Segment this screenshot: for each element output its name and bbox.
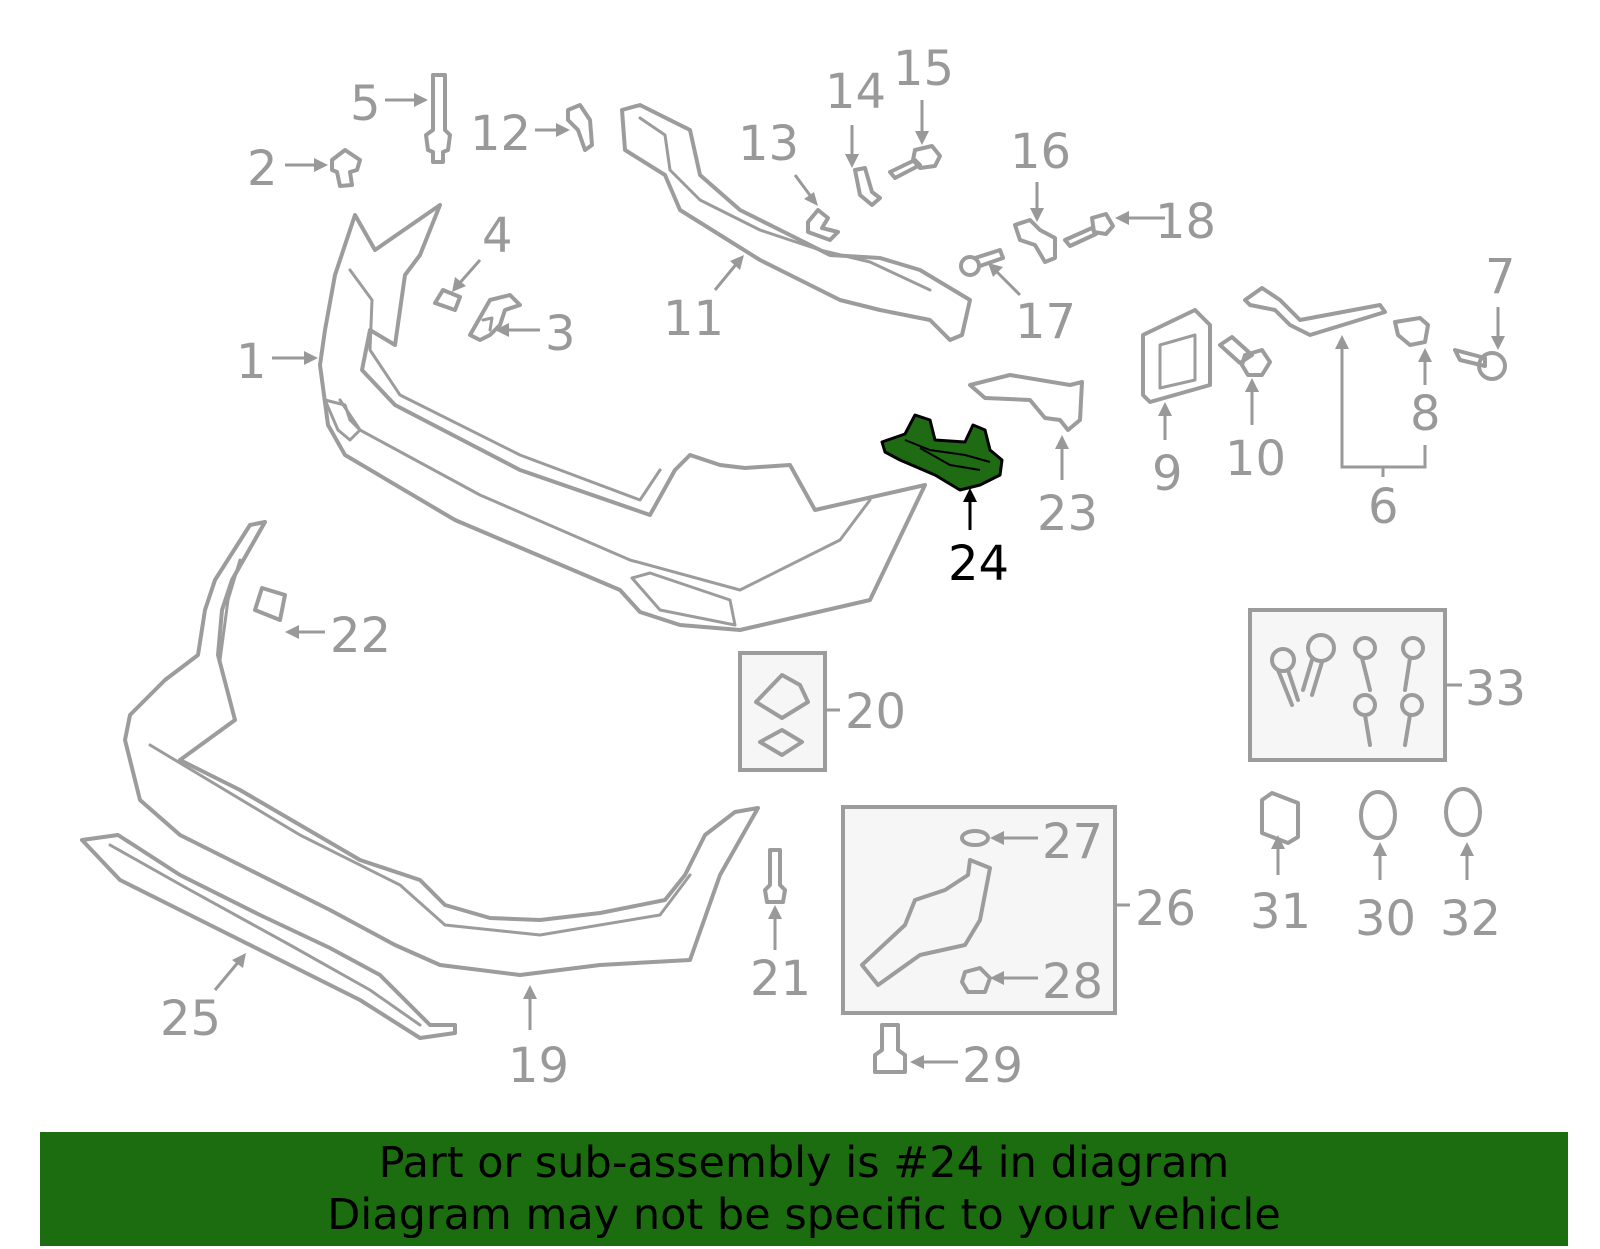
callout-32: 32 [1440, 891, 1501, 947]
part-24-highlighted-bracket [880, 413, 1004, 492]
part-29-bolt [873, 1023, 907, 1074]
callout-6: 6 [1368, 479, 1399, 535]
callout-1: 1 [236, 334, 267, 390]
callout-22: 22 [330, 608, 391, 664]
callout-7: 7 [1485, 249, 1516, 305]
callout-30: 30 [1355, 891, 1416, 947]
part-12-clip [566, 103, 594, 152]
banner-line-part-number: Part or sub-assembly is #24 in diagram [378, 1138, 1230, 1188]
part-7-bolt [1453, 348, 1507, 381]
part-18-bolt [1063, 212, 1115, 248]
callout-labels: 1 2 3 4 5 6 7 8 9 10 11 12 13 14 15 16 1… [160, 41, 1526, 1094]
callout-10: 10 [1225, 431, 1286, 487]
part-25-strip [80, 833, 457, 1040]
callout-23: 23 [1037, 486, 1098, 542]
callout-8: 8 [1410, 386, 1441, 442]
callout-31: 31 [1250, 884, 1311, 940]
callout-14: 14 [825, 64, 886, 120]
callout-5: 5 [350, 76, 381, 132]
parts-diagram: 1 2 3 4 5 6 7 8 9 10 11 12 13 14 15 16 1… [80, 41, 1526, 1094]
part-5-pin [424, 73, 452, 164]
callout-21: 21 [750, 951, 811, 1007]
part-8-clip [1393, 316, 1430, 347]
part-14-bracket [853, 166, 882, 207]
part-15-bolt [888, 144, 942, 180]
part-1-bumper-cover [318, 203, 927, 632]
callout-20: 20 [845, 684, 906, 740]
callout-28: 28 [1042, 954, 1103, 1010]
callout-19: 19 [508, 1038, 569, 1094]
callout-27: 27 [1042, 814, 1103, 870]
callout-24-highlighted: 24 [948, 536, 1009, 592]
callout-4: 4 [482, 208, 513, 264]
callout-9: 9 [1152, 446, 1183, 502]
callout-13: 13 [738, 116, 799, 172]
part-33-screw-kit-box [1248, 608, 1447, 762]
callout-18: 18 [1155, 194, 1216, 250]
part-4-pad [433, 288, 462, 312]
part-26-kit-box [841, 805, 1117, 1015]
callout-25: 25 [160, 991, 221, 1047]
callout-16: 16 [1010, 124, 1071, 180]
banner-line-disclaimer: Diagram may not be specific to your vehi… [327, 1190, 1281, 1240]
part-9-bracket [1141, 308, 1212, 404]
part-23-bracket [968, 373, 1084, 432]
part-22-pad [253, 586, 287, 622]
part-20-kit-box [738, 651, 827, 772]
part-17-bolt [959, 248, 1005, 277]
part-31-pad [1260, 791, 1300, 845]
callout-29: 29 [962, 1038, 1023, 1094]
callout-11: 11 [663, 291, 724, 347]
part-21-bolt [763, 848, 787, 904]
part-6-bracket [1243, 286, 1387, 337]
callout-2: 2 [247, 141, 278, 197]
callout-3: 3 [545, 306, 576, 362]
callout-15: 15 [893, 41, 954, 97]
part-2-clip [330, 148, 362, 188]
callout-12: 12 [470, 106, 531, 162]
part-30-ring [1359, 790, 1397, 840]
callout-33: 33 [1465, 661, 1526, 717]
part-11-absorber [620, 103, 972, 342]
part-32-ring [1444, 787, 1482, 837]
part-3-bracket [468, 293, 522, 342]
part-13-bracket [806, 208, 840, 242]
callout-26: 26 [1135, 881, 1196, 937]
part-10-bolt [1218, 335, 1272, 377]
part-19-lower-cover [123, 520, 760, 977]
callout-17: 17 [1015, 294, 1076, 350]
leader-lines [213, 93, 1505, 1069]
part-16-bracket [1013, 218, 1057, 264]
info-banner: Part or sub-assembly is #24 in diagram D… [40, 1132, 1568, 1246]
